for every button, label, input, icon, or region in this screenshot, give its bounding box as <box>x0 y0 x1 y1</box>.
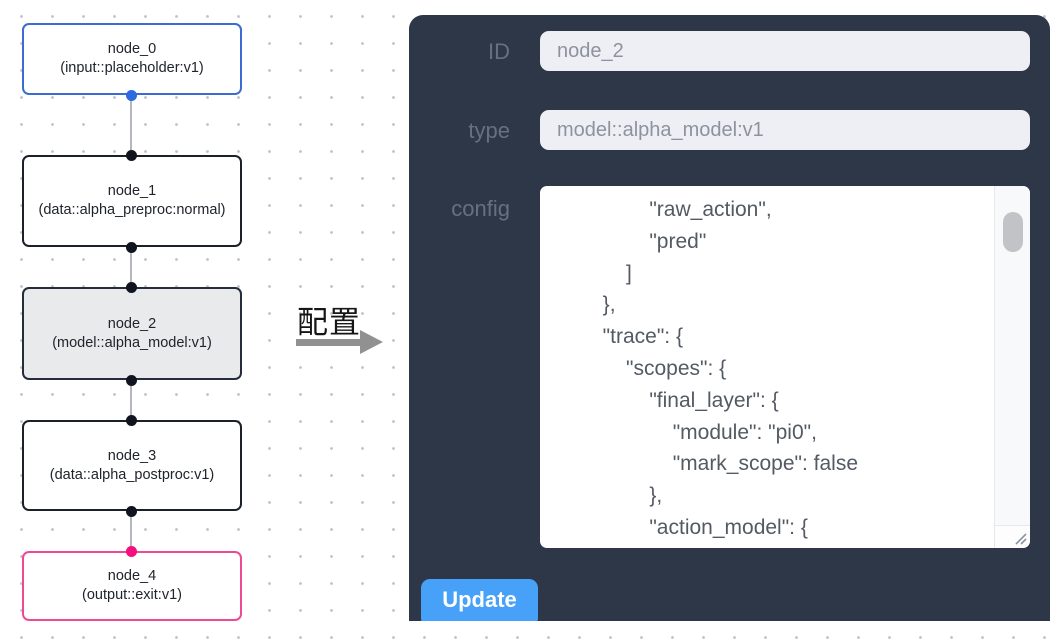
node-subtitle: (model::alpha_model:v1) <box>52 334 212 351</box>
handle-node4-target[interactable] <box>126 546 137 557</box>
handle-node1-target[interactable] <box>126 150 137 161</box>
config-field-label: config <box>451 196 510 221</box>
edge-node2-node3 <box>130 380 132 420</box>
id-field-label: ID <box>488 39 510 64</box>
handle-node2-source[interactable] <box>126 375 137 386</box>
resize-handle-icon[interactable] <box>1012 530 1027 545</box>
type-input[interactable] <box>540 110 1030 150</box>
config-json-text: "raw_action", "pred" ] }, "trace": { "sc… <box>602 198 859 539</box>
edge-node3-node4 <box>130 511 132 551</box>
node-subtitle: (input::placeholder:v1) <box>60 60 204 76</box>
node-subtitle: (data::alpha_preproc:normal) <box>38 202 226 218</box>
config-scrollbar-track[interactable] <box>994 186 1030 525</box>
node-config-panel: ID type config "raw_action", "pred" ] },… <box>409 15 1050 621</box>
node-subtitle: (data::alpha_postproc:v1) <box>49 466 215 483</box>
node-subtitle: (output::exit:v1) <box>82 587 182 603</box>
id-input[interactable] <box>540 31 1030 71</box>
node-title: node_4 <box>107 568 157 584</box>
flow-node-node_1[interactable]: node_1 (data::alpha_preproc:normal) <box>22 155 242 247</box>
handle-node2-target[interactable] <box>126 282 137 293</box>
right-arrow-icon <box>296 339 362 346</box>
node-title: node_2 <box>107 315 157 332</box>
config-scrollbar-thumb[interactable] <box>1003 212 1023 252</box>
edge-node1-node2 <box>130 247 132 287</box>
type-field-label: type <box>468 118 510 143</box>
edge-node0-node1 <box>130 95 132 155</box>
flow-node-node_2[interactable]: node_2 (model::alpha_model:v1) <box>22 287 242 380</box>
configure-annotation: 配置 <box>297 305 361 340</box>
right-arrow-head-icon <box>360 330 383 354</box>
flow-node-node_3[interactable]: node_3 (data::alpha_postproc:v1) <box>22 420 242 511</box>
flow-node-node_4[interactable]: node_4 (output::exit:v1) <box>22 551 242 621</box>
handle-node3-target[interactable] <box>126 415 137 426</box>
config-textarea[interactable]: "raw_action", "pred" ] }, "trace": { "sc… <box>540 186 1030 548</box>
handle-node3-source[interactable] <box>126 506 137 517</box>
config-scroll-corner <box>994 525 1030 548</box>
node-title: node_0 <box>107 41 157 57</box>
node-title: node_1 <box>107 183 157 199</box>
flow-node-node_0[interactable]: node_0 (input::placeholder:v1) <box>22 23 242 95</box>
handle-node1-source[interactable] <box>126 242 137 253</box>
update-button[interactable]: Update <box>421 579 538 621</box>
node-title: node_3 <box>107 447 157 464</box>
handle-node0-source[interactable] <box>126 90 137 101</box>
